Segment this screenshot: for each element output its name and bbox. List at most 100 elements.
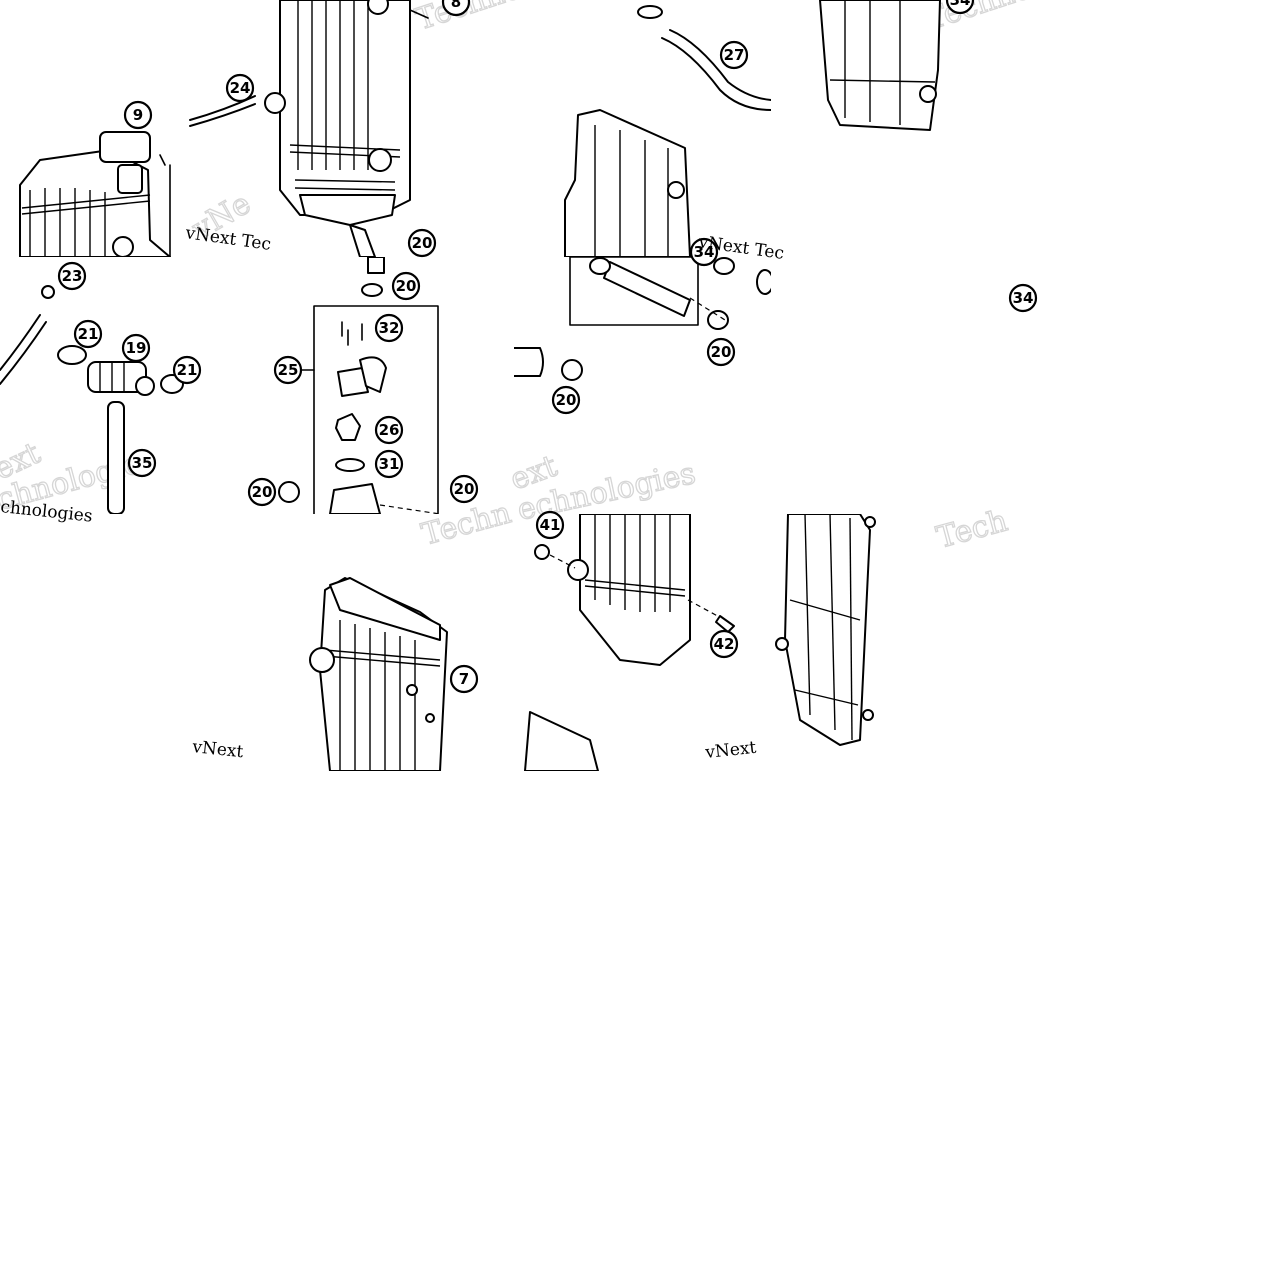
water-pump-housing	[337, 367, 369, 397]
svg-text:19: 19	[126, 339, 147, 357]
svg-text:32: 32	[379, 319, 400, 337]
tall-radiator	[579, 514, 691, 666]
outlet-pipe	[349, 224, 376, 257]
callout-20: 20	[551, 385, 581, 415]
screw	[919, 85, 937, 103]
bypass-hose	[107, 401, 125, 514]
callout-21: 21	[172, 355, 202, 385]
callout-21: 21	[73, 319, 103, 349]
svg-text:7: 7	[459, 670, 469, 688]
callout-41: 41	[535, 510, 565, 540]
svg-text:26: 26	[379, 421, 400, 439]
callout-23: 23	[57, 261, 87, 291]
tile-top-shroud	[819, 0, 941, 131]
hose-clamp	[57, 345, 87, 365]
pipe-stub	[367, 257, 385, 274]
hose	[0, 314, 41, 371]
grommet	[756, 269, 771, 295]
hose-clamp	[637, 5, 663, 19]
svg-text:31: 31	[379, 455, 400, 473]
svg-text:34: 34	[1013, 289, 1034, 307]
mount-hole	[425, 713, 435, 723]
radiator-tank	[299, 194, 396, 226]
radiator-shroud	[819, 0, 941, 131]
dashed-line	[689, 297, 726, 321]
tile-lower-hose	[514, 257, 771, 381]
mount-grommet	[367, 0, 389, 15]
svg-text:42: 42	[714, 635, 735, 653]
screw	[715, 615, 735, 633]
callout-20: 20	[706, 337, 736, 367]
dashed-line	[549, 554, 576, 569]
hose-clamp	[589, 257, 611, 275]
radiator-tank	[329, 577, 441, 641]
svg-text:23: 23	[62, 267, 83, 285]
mount-tab	[567, 559, 589, 581]
svg-text:34: 34	[950, 0, 971, 9]
tile-side-shroud	[775, 514, 876, 746]
callout-24: 24	[225, 73, 255, 103]
leader-line	[409, 9, 429, 19]
dashed-line	[379, 504, 441, 514]
tile-parts-kit	[278, 257, 441, 514]
callout-32: 32	[374, 313, 404, 343]
svg-text:9: 9	[133, 106, 143, 124]
leader-line	[159, 154, 166, 166]
elbow-fitting	[359, 356, 387, 393]
parts-kit-box	[569, 257, 699, 326]
radiator-shroud	[784, 514, 871, 746]
callout-26: 26	[374, 415, 404, 445]
tile-hose-shroud	[564, 5, 771, 257]
callout-27: 27	[719, 40, 749, 70]
callout-35: 35	[127, 448, 157, 478]
tile-radiator-cap	[19, 95, 256, 257]
callout-20: 20	[247, 477, 277, 507]
watermark-dark: chnologies	[0, 497, 93, 527]
screw	[667, 181, 685, 199]
watermark-light: Techn	[418, 495, 515, 552]
tile-left-radiator	[309, 577, 448, 771]
svg-text:34: 34	[694, 243, 715, 261]
dashed-line	[687, 599, 726, 621]
hose	[0, 321, 47, 385]
svg-text:21: 21	[78, 325, 99, 343]
hose	[661, 37, 771, 111]
callout-8: 8	[441, 0, 471, 17]
svg-text:25: 25	[278, 361, 299, 379]
mount-grommet	[368, 148, 392, 172]
svg-text:20: 20	[412, 234, 433, 252]
svg-text:20: 20	[396, 277, 417, 295]
watermark-dark: vNext	[703, 738, 757, 763]
hose-clamp	[561, 359, 583, 381]
callout-9: 9	[123, 100, 153, 130]
hose-clamp	[41, 285, 55, 299]
callout-31: 31	[374, 449, 404, 479]
mount-tab	[309, 647, 335, 673]
left-radiator	[19, 149, 171, 257]
mount-grommet	[112, 236, 134, 257]
hose-clamp	[278, 481, 300, 503]
screw	[864, 516, 876, 528]
washer	[534, 544, 550, 560]
filler-neck	[117, 164, 143, 194]
screw	[775, 637, 789, 651]
hose	[669, 29, 771, 101]
svg-text:20: 20	[711, 343, 732, 361]
callout-34: 34	[945, 0, 975, 15]
hose	[603, 261, 691, 317]
parts-kit-box	[313, 305, 439, 514]
svg-text:41: 41	[540, 516, 561, 534]
svg-text:20: 20	[556, 391, 577, 409]
thermostat	[335, 413, 361, 441]
hose-clamp	[361, 283, 383, 297]
mount-tab	[264, 92, 286, 114]
tall-radiator	[279, 0, 411, 216]
callout-7: 7	[449, 664, 479, 694]
hose-clamp	[707, 310, 729, 330]
mount-hole	[406, 684, 418, 696]
svg-text:24: 24	[230, 79, 251, 97]
callout-34: 34	[689, 237, 719, 267]
o-ring	[135, 376, 155, 396]
radiator-shroud	[564, 109, 691, 257]
